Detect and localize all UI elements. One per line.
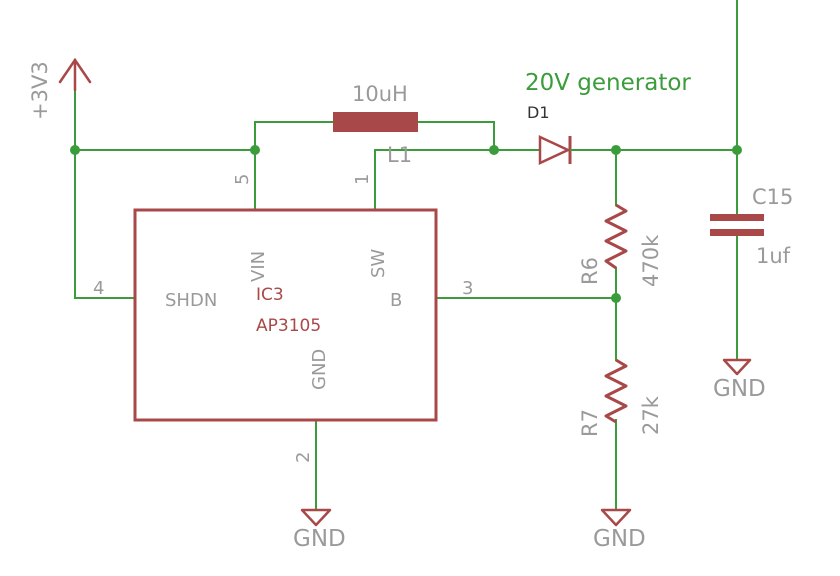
junctions (70, 145, 742, 303)
ic-pin-name-shdn: SHDN (165, 290, 217, 311)
r6-name: R6 (578, 257, 602, 285)
ic-value: AP3105 (256, 316, 321, 336)
supply-3v3-symbol (58, 57, 92, 92)
ground-symbol-ic (300, 508, 332, 527)
ic-pin-number-gnd: 2 (293, 452, 314, 463)
c15-name: C15 (752, 185, 793, 209)
inductor-body (333, 112, 418, 132)
r6-zigzag (604, 203, 628, 270)
wire-3v3-rail (74, 89, 256, 151)
ic-pin-number-b: 3 (462, 278, 473, 299)
wire-3v3-to-shdn (74, 149, 136, 299)
ground-label-c15: GND (713, 376, 766, 402)
junction-dot (611, 145, 621, 155)
supply-3v3-label: +3V3 (28, 61, 52, 120)
junction-dot (611, 293, 621, 303)
ic-name: IC3 (256, 285, 284, 305)
c15-value: 1uf (756, 244, 791, 268)
ic-pin-number-shdn: 4 (93, 278, 104, 299)
r7-name: R7 (578, 409, 602, 437)
wires (74, 0, 738, 511)
ic-pin-name-sw: SW (368, 249, 389, 278)
c15-symbol (710, 214, 764, 236)
junction-dot (489, 145, 499, 155)
ground-label-ic: GND (293, 526, 346, 552)
wire-inductor-to-sw-node (417, 121, 495, 151)
ground-label-r7: GND (593, 526, 646, 552)
ic-pin-number-vin: 5 (232, 174, 253, 185)
wire-sw-pin (374, 149, 529, 211)
diode-name: D1 (527, 103, 550, 122)
ground-symbol-r7 (600, 508, 632, 527)
junction-dot (732, 145, 742, 155)
ground-symbol-c15 (722, 358, 752, 376)
ic-pin-name-gnd: GND (309, 349, 330, 390)
r7-zigzag (604, 358, 628, 424)
inductor-value: 10uH (352, 82, 408, 106)
r6-value: 470k (639, 234, 663, 287)
diode-symbol (528, 135, 578, 165)
ic-pin-name-vin: VIN (248, 251, 269, 282)
wire-vin-to-inductor (254, 121, 334, 151)
r7-value: 27k (639, 395, 663, 435)
circuit-title: 20V generator (525, 70, 691, 96)
ic-body (133, 208, 438, 422)
inductor-name: L1 (387, 143, 412, 167)
junction-dot (250, 145, 260, 155)
junction-dot (70, 145, 80, 155)
ic-pin-number-sw: 1 (352, 174, 373, 185)
ic-pin-name-b: B (390, 290, 402, 311)
